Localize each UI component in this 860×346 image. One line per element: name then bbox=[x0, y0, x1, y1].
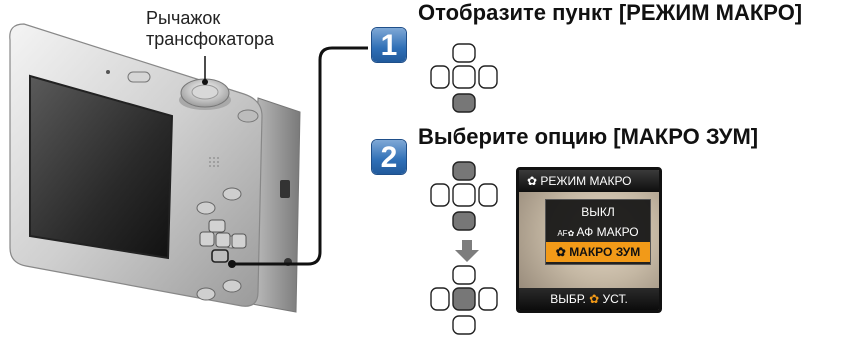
camera-button bbox=[222, 279, 242, 293]
pad-up-button bbox=[452, 43, 476, 63]
camera-illustration bbox=[9, 23, 301, 313]
menu-footer-select: ВЫБР. bbox=[550, 292, 586, 306]
pad-right-button bbox=[478, 183, 498, 207]
camera-button bbox=[222, 187, 242, 201]
menu-footer: ВЫБР. ✿ УСТ. bbox=[519, 288, 659, 310]
menu-item-macro-zoom[interactable]: ✿ МАКРО ЗУМ bbox=[546, 242, 650, 262]
menu-footer-set: УСТ. bbox=[602, 292, 628, 306]
cursor-pad-diagram-down bbox=[430, 43, 498, 113]
pad-center-button-pressed bbox=[452, 287, 476, 311]
pad-center-button bbox=[452, 65, 476, 89]
pad-down-button-pressed bbox=[452, 93, 476, 113]
pad-left-button bbox=[430, 287, 450, 311]
macro-mode-menu-screen: ✿ РЕЖИМ МАКРО ВЫКЛ AF✿ АФ МАКРО ✿ МАКРО … bbox=[516, 167, 662, 313]
pad-right-button bbox=[478, 287, 498, 311]
pad-down-button bbox=[452, 315, 476, 335]
af-macro-icon: AF✿ bbox=[557, 229, 577, 238]
step-1-title: Отобразите пункт [РЕЖИМ МАКРО] bbox=[418, 0, 803, 25]
zoom-lever-label: Рычажок трансфокатора bbox=[146, 8, 274, 50]
cursor-pad-diagram-center bbox=[430, 265, 498, 335]
pad-down-button-pressed bbox=[452, 211, 476, 231]
menu-item-off[interactable]: ВЫКЛ bbox=[546, 202, 650, 222]
pointer-connector bbox=[228, 46, 368, 268]
set-button-icon: ✿ bbox=[589, 292, 600, 306]
menu-header: ✿ РЕЖИМ МАКРО bbox=[519, 170, 659, 192]
menu-header-label: РЕЖИМ МАКРО bbox=[540, 174, 632, 188]
pad-up-button bbox=[452, 265, 476, 285]
step-2-title: Выберите опцию [МАКРО ЗУМ] bbox=[418, 124, 759, 149]
menu-item-label: МАКРО ЗУМ bbox=[569, 245, 641, 259]
step-1-badge: 1 bbox=[372, 28, 406, 62]
camera-cursor-pad bbox=[199, 219, 247, 263]
pad-left-button bbox=[430, 183, 450, 207]
arrow-down-icon bbox=[455, 240, 479, 262]
af-macro-icon-text: AF bbox=[557, 229, 568, 238]
shutter-button bbox=[237, 109, 259, 123]
zoom-lever-label-line: трансфокатора bbox=[146, 29, 274, 49]
macro-flower-icon: ✿ bbox=[527, 174, 538, 188]
step-2-badge: 2 bbox=[372, 140, 406, 174]
menu-options: ВЫКЛ AF✿ АФ МАКРО ✿ МАКРО ЗУМ bbox=[545, 199, 651, 265]
zoom-lever-label-line: Рычажок bbox=[146, 8, 221, 28]
menu-item-label: ВЫКЛ bbox=[581, 205, 615, 219]
camera-lcd-screen bbox=[29, 74, 174, 260]
macro-zoom-icon: ✿ bbox=[555, 245, 566, 259]
pad-right-button bbox=[478, 65, 498, 89]
cursor-pad-diagram-updown bbox=[430, 161, 498, 231]
pad-center-button bbox=[452, 183, 476, 207]
camera-button bbox=[196, 201, 216, 215]
pad-left-button bbox=[430, 65, 450, 89]
menu-item-label: АФ МАКРО bbox=[576, 225, 639, 239]
camera-button bbox=[196, 287, 216, 301]
menu-item-af-macro[interactable]: AF✿ АФ МАКРО bbox=[546, 222, 650, 242]
pad-up-button-pressed bbox=[452, 161, 476, 181]
